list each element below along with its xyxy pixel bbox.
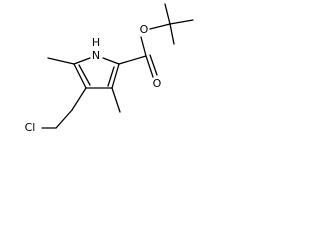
bond-c5-n	[73, 57, 91, 65]
atom-label-chlorine: Cl	[25, 121, 36, 134]
bond-c2-c3	[111, 63, 120, 89]
bond-c3-methyl	[111, 87, 121, 113]
atom-label-nitrogen: N	[92, 49, 100, 62]
tert-butyl-ester	[118, 3, 194, 78]
bond-c4-ch2a	[71, 87, 87, 111]
bond-c2-c3-double	[107, 66, 115, 87]
substituents	[41, 57, 121, 129]
bond-carbonyl-o-double-2	[149, 54, 158, 76]
bond-tbu-methyl-top	[164, 3, 171, 25]
bond-c4-c5	[73, 63, 87, 89]
bond-n-c2	[102, 57, 120, 65]
bond-ch2a-ch2b	[55, 109, 73, 129]
pyrrole-ring	[73, 57, 120, 89]
bond-tbu-methyl-bottom	[169, 23, 175, 45]
atom-label-nh-hydrogen: H	[92, 36, 100, 49]
bond-carbonyl-o-double-1	[145, 55, 154, 78]
bond-c2-carbonyl	[118, 55, 147, 65]
bond-tbu-methyl-right	[169, 19, 194, 25]
bond-o-ester-c	[149, 23, 171, 30]
bond-c5-methyl	[47, 57, 75, 65]
atom-label-ester-oxygen: O	[140, 23, 149, 36]
atom-label-carbonyl-oxygen: O	[153, 77, 162, 90]
bond-c4-c5-double	[78, 64, 91, 86]
molecule-structure-diagram: H N O O Cl	[25, 3, 194, 134]
bond-carbonyl-o-ester	[140, 36, 147, 57]
